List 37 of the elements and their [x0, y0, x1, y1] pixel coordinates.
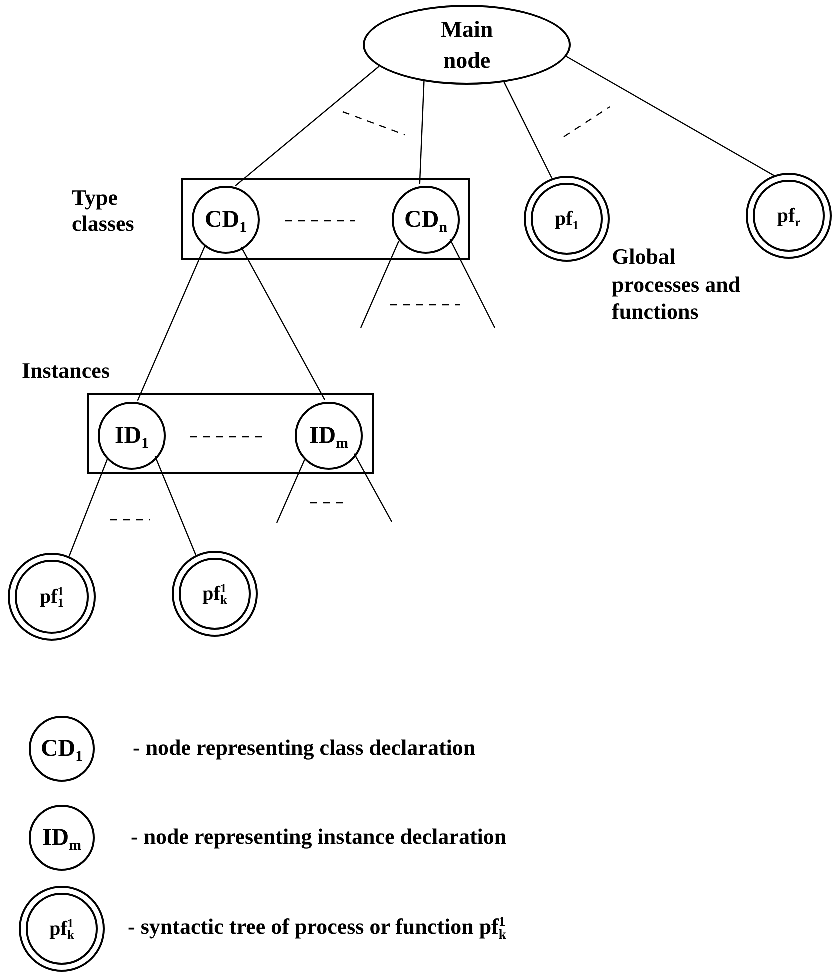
legend-description: - node representing class declaration [133, 734, 477, 762]
connector-line [137, 246, 206, 402]
class-declaration-circle [392, 186, 460, 254]
instance-declaration-circle [295, 402, 363, 470]
group-label: Type classes [72, 185, 136, 238]
connector-line [68, 459, 108, 557]
node-label: pf$_{1}$ [555, 209, 579, 229]
connector-line [235, 66, 380, 186]
node-label: CD$_{1}$ [40, 737, 84, 761]
process-tree-circle [19, 886, 105, 972]
connector-line [240, 246, 326, 400]
process-tree-circle [524, 176, 610, 262]
annotation-text: Global processes and functions [612, 243, 742, 326]
node-label: ID$_{m}$ [42, 826, 82, 850]
connector-line [360, 240, 400, 328]
node-label: CD$_{n}$ [404, 208, 448, 232]
process-tree-circle [172, 551, 258, 637]
connector-line [276, 460, 306, 524]
legend-description: - node representing instance declaration [131, 823, 508, 850]
connector-line [354, 454, 393, 522]
connector-line [450, 239, 496, 328]
node-label: Main node [440, 16, 494, 75]
node-label: pf$_{r}$ [777, 206, 801, 226]
process-tree-circle [8, 553, 96, 641]
connector-line [419, 81, 425, 184]
connector-line [566, 56, 774, 176]
node-label: CD$_{1}$ [204, 208, 248, 232]
class-declaration-circle [192, 186, 260, 254]
group-label: Instances [22, 358, 112, 384]
node-label: ID$_{1}$ [114, 424, 150, 448]
process-tree-circle [746, 173, 832, 259]
class-declaration-circle [29, 716, 95, 782]
node-label: ID$_{m}$ [309, 424, 349, 448]
instance-declaration-circle [29, 805, 95, 871]
connector-line [154, 456, 197, 556]
instance-declaration-circle [98, 402, 166, 470]
connector-line [504, 82, 553, 179]
